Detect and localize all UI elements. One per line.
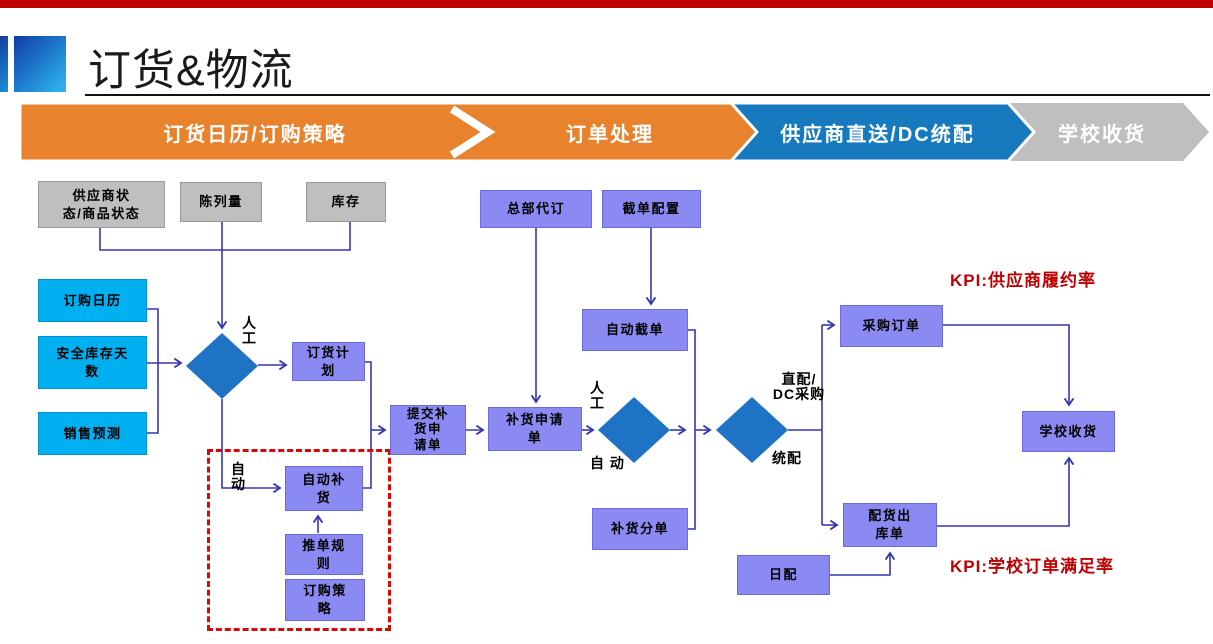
title-underline [85, 94, 1210, 96]
connector-delivery-to-school [937, 456, 1075, 527]
box-display-qty: 陈列量 [180, 182, 262, 222]
band-chevron-separator [449, 105, 496, 159]
box-cutoff-config: 截单配置 [602, 190, 701, 228]
box-delivery-out: 配货出 库单 [843, 503, 937, 547]
connector-po-to-school [943, 324, 1075, 407]
decision-order-mode [186, 333, 258, 399]
label-unified: 统配 [772, 450, 802, 466]
box-order-calendar: 订购日历 [38, 279, 147, 322]
connector-merge-vertical [363, 361, 372, 489]
box-daily-delivery: 日配 [737, 555, 830, 595]
box-push-rule: 推单规 则 [285, 534, 363, 575]
band-label-order-processing: 订单处理 [566, 123, 654, 146]
decision-delivery-mode [716, 397, 788, 463]
logo-mark [14, 36, 66, 92]
box-submit-replenish: 提交补 货申 请单 [390, 405, 466, 455]
box-safety-stock: 安全库存天 数 [38, 336, 147, 389]
box-purchase-strategy: 订购策 略 [285, 579, 365, 621]
connector-d1-to-auto-replenish [221, 399, 282, 494]
box-order-plan: 订货计 划 [292, 342, 365, 381]
label-direct-dc: 直配/ DC采购 [772, 371, 826, 403]
band-label-school-receive: 学校收货 [1058, 123, 1146, 146]
band-segment-school-receive [988, 103, 1209, 161]
label-auto-2: 自 动 [590, 455, 625, 471]
connector-d3-rail [788, 325, 823, 525]
label-manual-2: 人 工 [590, 380, 605, 412]
connector-daily-to-delivery [830, 551, 896, 576]
box-auto-replenish: 自动补 货 [285, 466, 363, 511]
kpi-supplier-fulfillment: KPI:供应商履约率 [950, 271, 1096, 290]
band-segment-order [18, 101, 760, 163]
box-inventory: 库存 [306, 182, 386, 222]
box-hq-order: 总部代订 [480, 190, 592, 228]
auto-zone-dashed-frame [207, 449, 391, 631]
logo-accent-strip [0, 36, 8, 92]
box-school-receive: 学校收货 [1022, 411, 1115, 452]
label-auto-1: 自 动 [231, 461, 246, 493]
box-replenish-request: 补货申请 单 [488, 407, 582, 451]
box-supplier-status: 供应商状 态/商品状态 [38, 181, 165, 228]
decision-replenish-mode [598, 397, 670, 463]
page-title: 订货&物流 [88, 47, 294, 95]
connector-supplier-status [99, 221, 351, 251]
box-sales-forecast: 销售预测 [38, 412, 147, 455]
kpi-school-order-fulfillment: KPI:学校订单满足率 [950, 557, 1114, 576]
connector-cutoff-split-rail [688, 329, 696, 530]
band-label-order-calendar: 订货日历/订购策略 [163, 123, 347, 146]
box-purchase-order: 采购订单 [840, 305, 943, 347]
label-manual-1: 人 工 [242, 315, 257, 347]
box-replenish-split: 补货分单 [592, 508, 688, 550]
connector-cyan-join [147, 308, 159, 434]
top-accent-bar [0, 0, 1213, 8]
band-label-supplier-dc: 供应商直送/DC统配 [780, 123, 975, 146]
box-auto-cutoff: 自动截单 [582, 309, 688, 351]
